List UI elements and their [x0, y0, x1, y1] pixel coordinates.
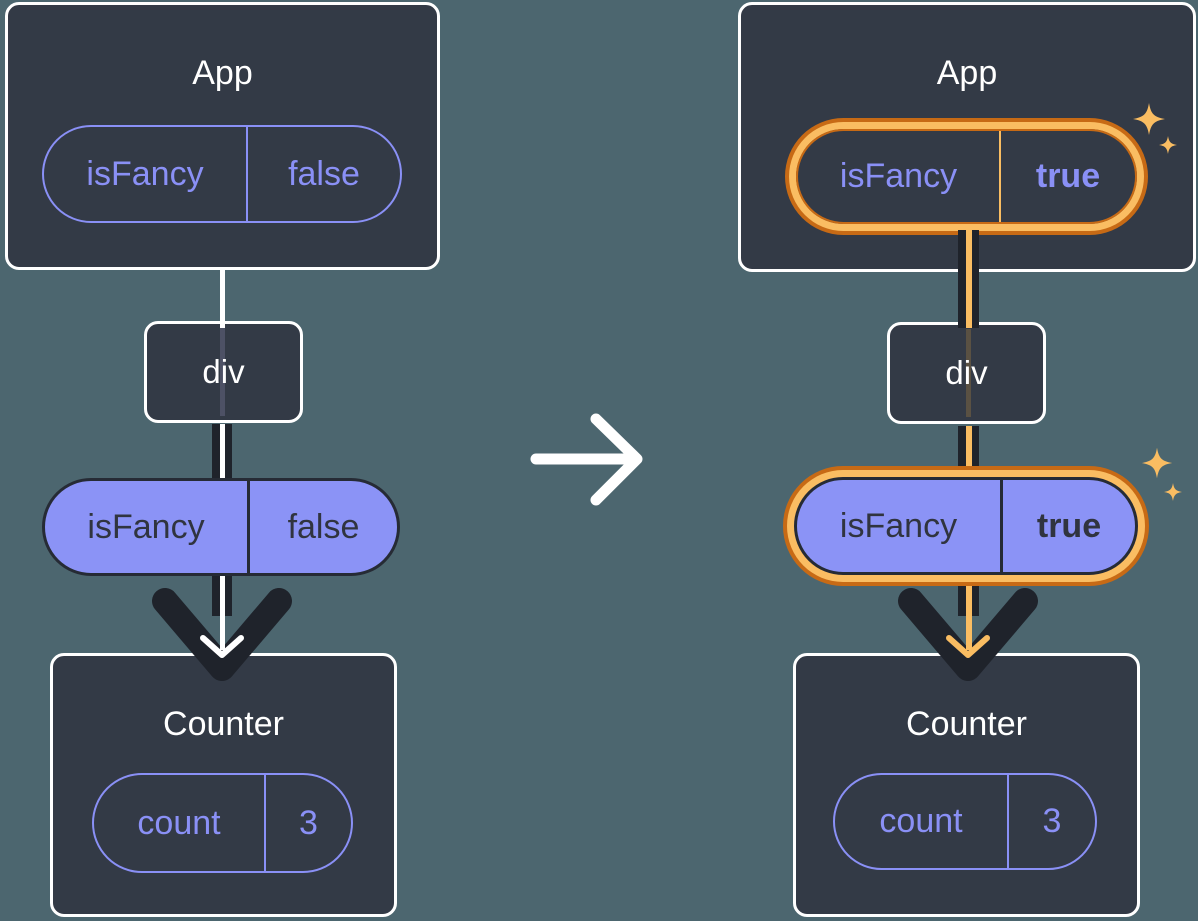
state-key: count — [879, 802, 963, 840]
div-label: div — [945, 354, 988, 391]
prop-key: isFancy — [839, 506, 958, 545]
component-title: Counter — [163, 705, 284, 743]
prop-line-through-div-after — [965, 329, 971, 417]
component-title: App — [192, 54, 253, 92]
div-node-box-after: div — [887, 322, 1046, 424]
connector-app-to-div-before — [219, 268, 225, 328]
state-pill-count-before: count 3 — [92, 773, 353, 873]
div-label: div — [202, 353, 245, 390]
state-pill-count-after: count 3 — [833, 773, 1097, 870]
state-value: 3 — [1007, 775, 1095, 868]
state-value: true — [999, 131, 1135, 222]
right-arrow-icon — [530, 413, 643, 506]
state-pill-isfancy-after-highlighted: isFancy true — [796, 129, 1137, 224]
sparkle-icon — [1141, 447, 1173, 479]
app-component-box-after: App isFancy true — [738, 2, 1196, 272]
component-title: Counter — [906, 705, 1027, 743]
app-component-box-before: App isFancy false — [5, 2, 440, 270]
prop-pill-isfancy-before: isFancy false — [42, 478, 400, 576]
prop-key: isFancy — [87, 507, 205, 546]
prop-value: true — [1000, 480, 1135, 572]
state-key: isFancy — [839, 157, 958, 195]
div-node-box-before: div — [144, 321, 303, 423]
prop-line-through-div-before — [219, 328, 225, 416]
prop-pill-isfancy-after-highlighted: isFancy true — [794, 477, 1138, 575]
counter-component-box-before: Counter count 3 — [50, 653, 397, 917]
state-key: count — [137, 803, 221, 842]
counter-component-box-after: Counter count 3 — [793, 653, 1140, 917]
prop-flow-core-line-after-upper — [965, 230, 972, 328]
component-title: App — [936, 54, 998, 92]
state-value: 3 — [264, 775, 351, 871]
state-key: isFancy — [86, 154, 204, 193]
state-value: false — [246, 127, 400, 221]
prop-value: false — [247, 481, 397, 573]
sparkle-icon — [1164, 483, 1182, 501]
state-pill-isfancy-before: isFancy false — [42, 125, 402, 223]
